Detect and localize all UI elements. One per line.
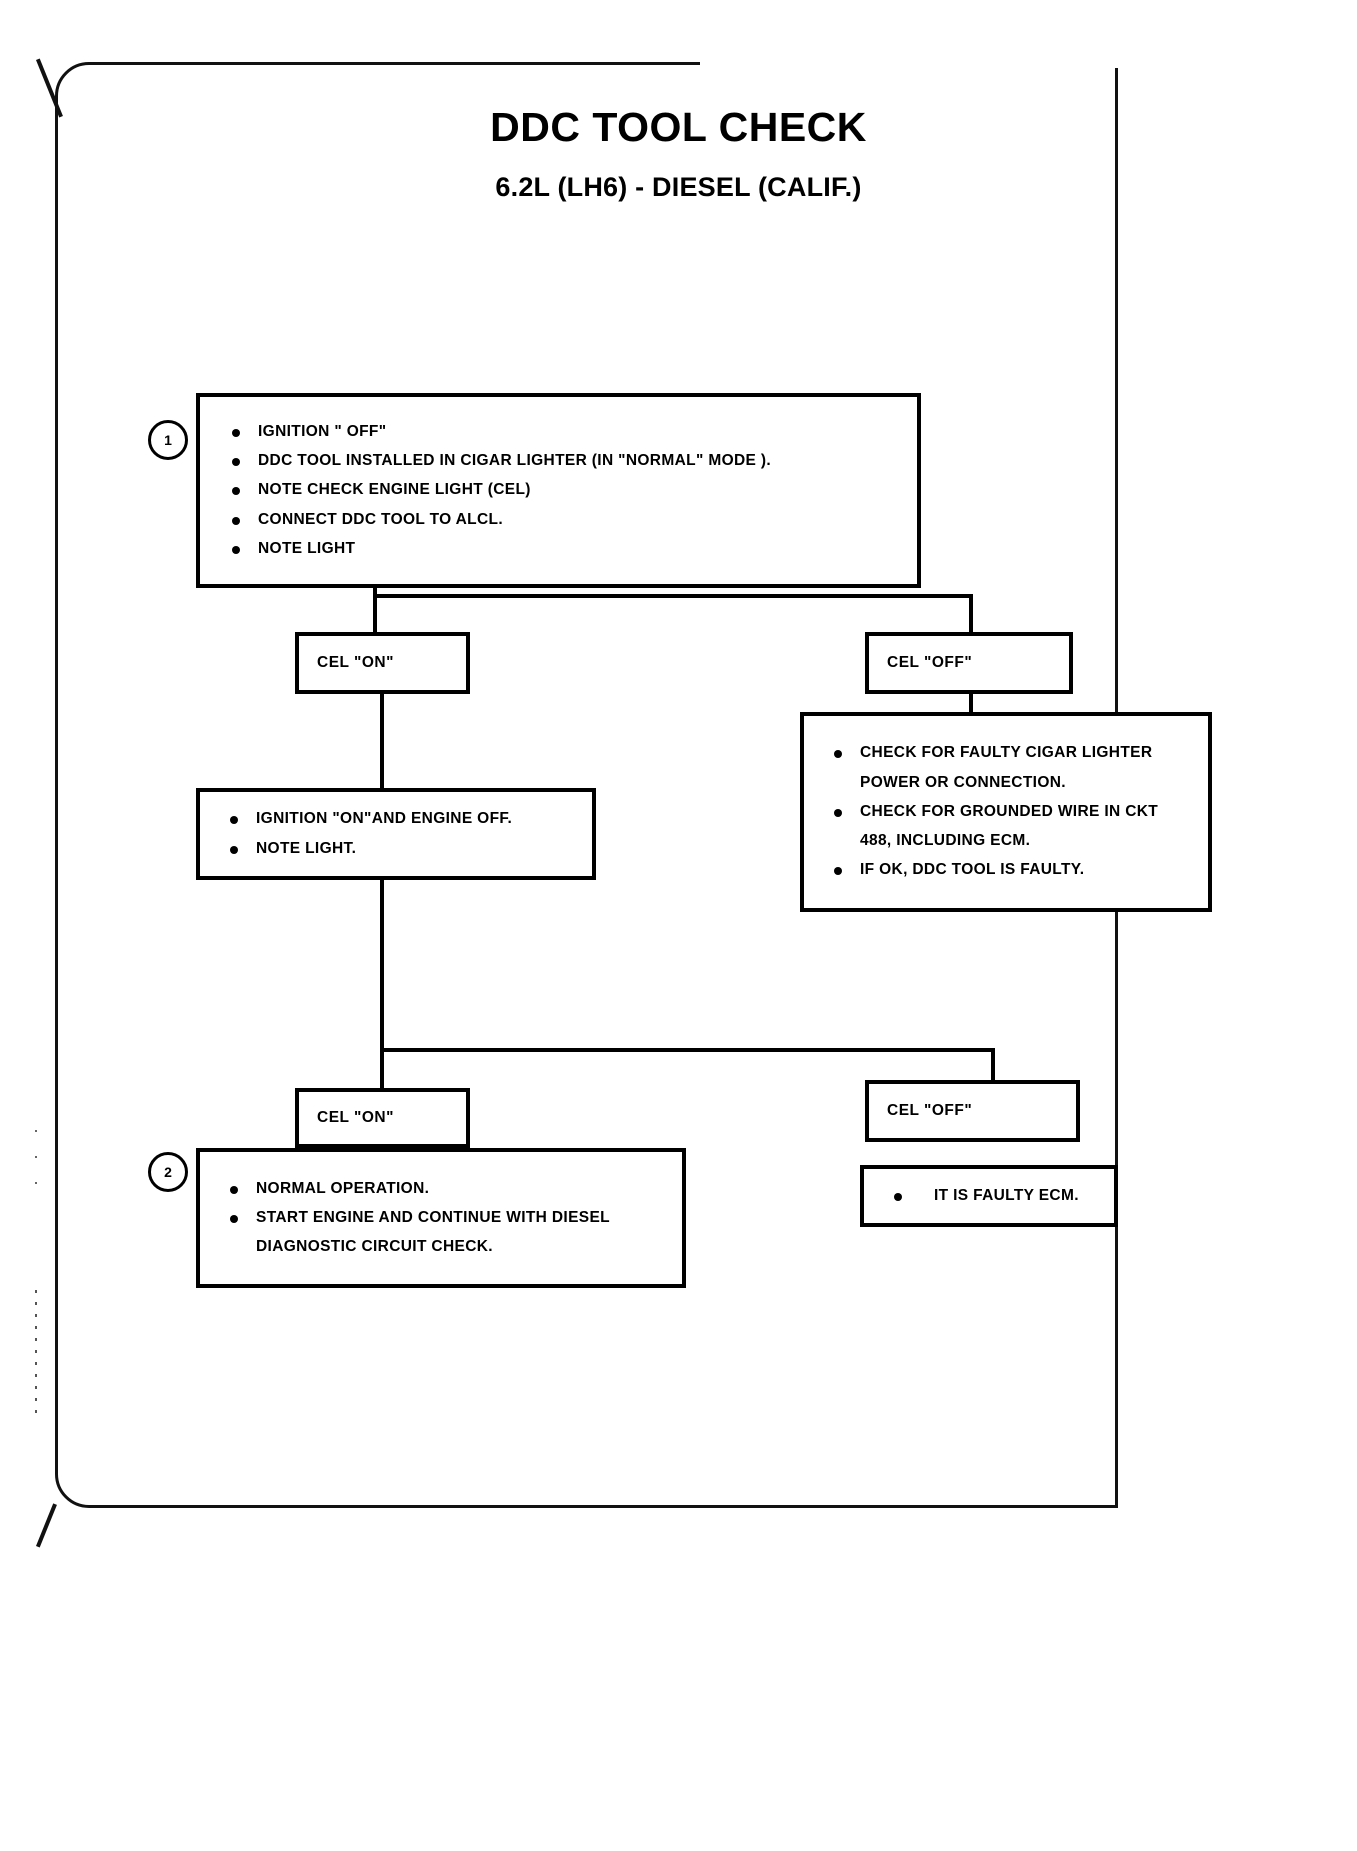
step-marker-1-label: 1	[164, 432, 172, 448]
list-item: IT IS FAULTY ECM.	[872, 1187, 1106, 1204]
connector-v-to-cel-on-2	[380, 1048, 384, 1090]
scan-artifact-dots-2	[35, 1130, 37, 1190]
initial-conditions-list: IGNITION " OFF" DDC TOOL INSTALLED IN CI…	[210, 423, 907, 557]
list-item: CHECK FOR FAULTY CIGAR LIGHTER	[812, 745, 1200, 761]
step-marker-2-label: 2	[164, 1164, 172, 1180]
connector-v-branch2	[380, 880, 384, 1052]
list-item: IF OK, DDC TOOL IS FAULTY.	[812, 862, 1200, 878]
list-item: NOTE CHECK ENGINE LIGHT (CEL)	[210, 482, 907, 498]
list-item: IGNITION "ON"AND ENGINE OFF.	[208, 810, 584, 827]
normal-operation-list: NORMAL OPERATION. START ENGINE AND CONTI…	[208, 1180, 674, 1256]
page-title: DDC TOOL CHECK	[490, 104, 867, 150]
decision-cel-off-1-label: CEL "OFF"	[887, 654, 973, 671]
list-item: CONNECT DDC TOOL TO ALCL.	[210, 511, 907, 528]
step-marker-2: 2	[148, 1152, 188, 1192]
connector-h-branch1	[373, 594, 973, 598]
scan-artifact-dots	[35, 1290, 37, 1420]
decision-cel-off-1: CEL "OFF"	[865, 632, 1073, 694]
cel-off-1-action-list: CHECK FOR FAULTY CIGAR LIGHTER POWER OR …	[812, 745, 1200, 878]
page-subtitle: 6.2L (LH6) - DIESEL (CALIF.)	[495, 172, 862, 202]
connector-v-to-cel-off-2	[991, 1048, 995, 1090]
ignition-on-box: IGNITION "ON"AND ENGINE OFF. NOTE LIGHT.	[196, 788, 596, 880]
ignition-on-list: IGNITION "ON"AND ENGINE OFF. NOTE LIGHT.	[208, 810, 584, 857]
faulty-ecm-list: IT IS FAULTY ECM.	[872, 1187, 1106, 1204]
list-item: NOTE LIGHT.	[208, 840, 584, 857]
list-item-continuation: POWER OR CONNECTION.	[860, 773, 1066, 791]
border-mask	[700, 60, 1120, 68]
connector-v-cel-on-1-next	[380, 694, 384, 790]
decision-cel-on-2-label: CEL "ON"	[317, 1109, 394, 1126]
list-item: CHECK FOR GROUNDED WIRE IN CKT	[812, 803, 1200, 820]
decision-cel-off-2: CEL "OFF"	[865, 1080, 1080, 1142]
list-item: START ENGINE AND CONTINUE WITH DIESEL	[208, 1209, 674, 1226]
normal-operation-box: NORMAL OPERATION. START ENGINE AND CONTI…	[196, 1148, 686, 1288]
list-item: NOTE LIGHT	[210, 540, 907, 557]
connector-v-cel-off-1-action	[969, 694, 973, 714]
initial-conditions-box: IGNITION " OFF" DDC TOOL INSTALLED IN CI…	[196, 393, 921, 588]
decision-cel-off-2-label: CEL "OFF"	[887, 1102, 973, 1119]
cel-off-1-action-box: CHECK FOR FAULTY CIGAR LIGHTER POWER OR …	[800, 712, 1212, 912]
list-item-continuation: DIAGNOSTIC CIRCUIT CHECK.	[256, 1238, 493, 1256]
connector-v-to-cel-on-1	[373, 594, 377, 634]
list-item: NORMAL OPERATION.	[208, 1180, 674, 1197]
scan-edge-mark-bottom	[36, 1503, 57, 1548]
faulty-ecm-box: IT IS FAULTY ECM.	[860, 1165, 1118, 1227]
decision-cel-on-1-label: CEL "ON"	[317, 654, 394, 671]
connector-v-to-cel-off-1	[969, 594, 973, 634]
list-item-continuation: 488, INCLUDING ECM.	[860, 832, 1031, 850]
list-item: IGNITION " OFF"	[210, 423, 907, 440]
decision-cel-on-2: CEL "ON"	[295, 1088, 470, 1148]
connector-h-branch2	[380, 1048, 995, 1052]
list-item: DDC TOOL INSTALLED IN CIGAR LIGHTER (IN …	[210, 452, 907, 469]
step-marker-1: 1	[148, 420, 188, 460]
decision-cel-on-1: CEL "ON"	[295, 632, 470, 694]
